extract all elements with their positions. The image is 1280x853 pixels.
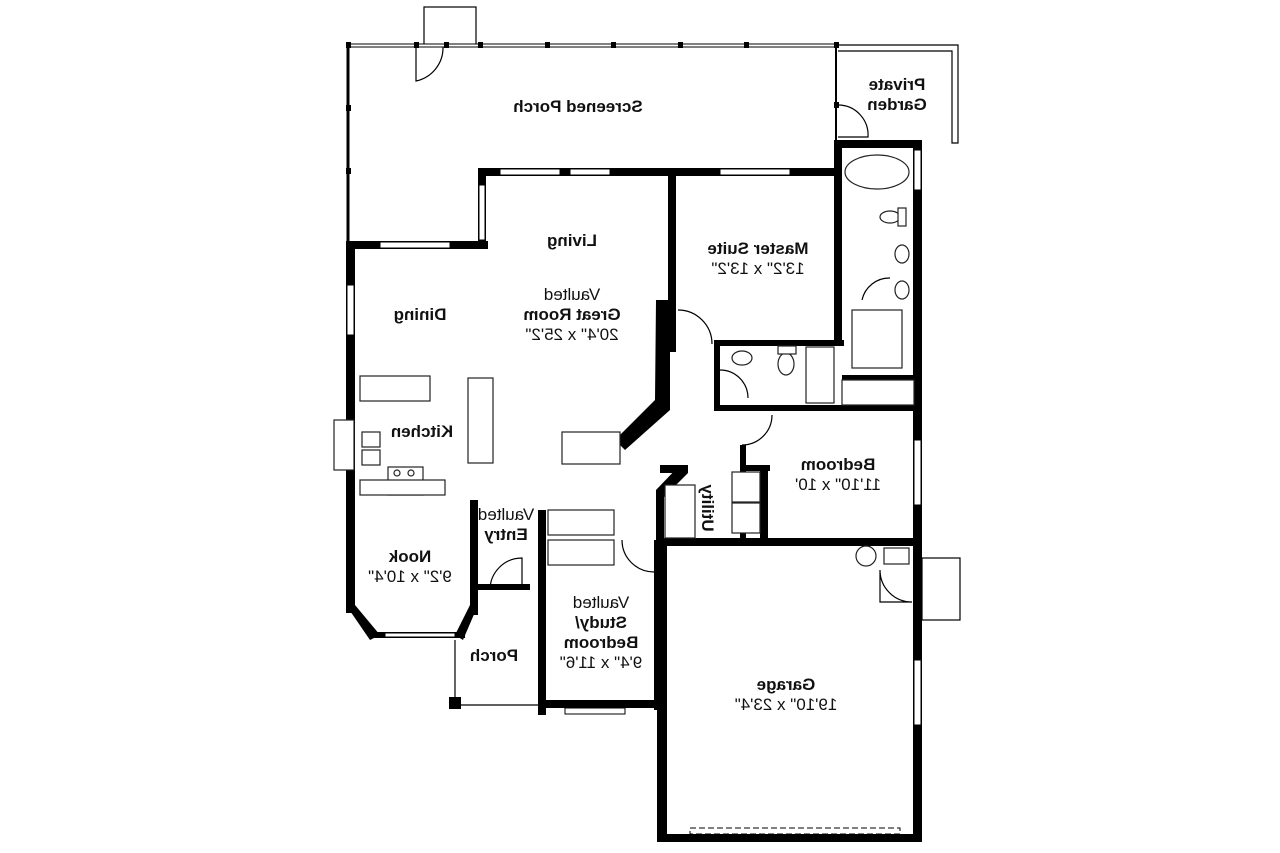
porch-door-swing	[415, 46, 444, 82]
master-suite-label: Master Suite 13'2" x 13'2"	[707, 239, 808, 278]
svg-text:Great Room: Great Room	[523, 305, 620, 324]
water-heater	[855, 545, 877, 567]
dryer	[731, 502, 761, 534]
svg-text:Utility: Utility	[698, 484, 717, 532]
sink	[894, 280, 910, 300]
svg-text:Entry: Entry	[484, 525, 528, 544]
svg-text:13'2" x 13'2": 13'2" x 13'2"	[711, 259, 804, 278]
svg-text:Private: Private	[869, 75, 926, 94]
garage-side-stoop	[921, 557, 961, 621]
kitchen-sink	[361, 431, 381, 448]
windows	[346, 149, 922, 835]
front-porch	[449, 640, 538, 709]
svg-text:Vaulted: Vaulted	[573, 593, 629, 612]
closet	[547, 509, 615, 536]
svg-text:20'4" x 25'2": 20'4" x 25'2"	[525, 325, 618, 344]
linen-closet	[841, 379, 915, 406]
svg-text:11'10" x 10': 11'10" x 10'	[795, 475, 881, 494]
toilet	[879, 210, 901, 224]
svg-text:19'10" x 23'4": 19'10" x 23'4"	[735, 695, 838, 714]
svg-text:Bedroom: Bedroom	[801, 455, 876, 474]
sink	[731, 350, 753, 366]
private-garden-label: Private Garden	[867, 75, 927, 114]
svg-text:Dining: Dining	[394, 305, 447, 324]
svg-text:Porch: Porch	[470, 646, 518, 665]
garden-door-swing	[837, 104, 869, 138]
svg-text:Vaulted: Vaulted	[478, 505, 534, 524]
shower	[851, 309, 903, 369]
porch-label: Porch	[470, 646, 518, 665]
svg-text:Bedroom: Bedroom	[564, 633, 639, 652]
living-label: Living	[547, 231, 597, 250]
great-room-label: Vaulted Great Room 20'4" x 25'2"	[523, 285, 620, 344]
svg-text:Kitchen: Kitchen	[391, 422, 453, 441]
garage-label: Garage 19'10" x 23'4"	[735, 675, 838, 714]
room-labels: Screened Porch Private Garden Living Vau…	[368, 75, 927, 714]
dining-label: Dining	[394, 305, 447, 324]
utility-shelving	[664, 484, 696, 539]
kitchen-island	[467, 377, 494, 464]
svg-text:9'2" x 10'4": 9'2" x 10'4"	[368, 567, 452, 586]
utility-label: Utility	[698, 484, 717, 532]
svg-text:9'4" x 11'6": 9'4" x 11'6"	[560, 653, 643, 672]
svg-text:Nook: Nook	[388, 547, 431, 566]
entry-label: Vaulted Entry	[478, 505, 534, 544]
sink	[894, 244, 910, 264]
screened-porch-label: Screened Porch	[513, 97, 642, 116]
svg-text:Living: Living	[547, 231, 597, 250]
bathtub	[805, 346, 835, 404]
svg-text:Vaulted: Vaulted	[544, 285, 600, 304]
kitchen-counter	[359, 375, 431, 402]
svg-text:Master Suite: Master Suite	[707, 239, 808, 258]
kitchen-label: Kitchen	[391, 422, 453, 441]
door-swings	[489, 277, 913, 603]
hearth	[561, 431, 621, 465]
washer	[731, 471, 761, 503]
nook-label: Nook 9'2" x 10'4"	[368, 547, 452, 586]
fixtures	[333, 154, 961, 621]
bathtub-oval	[844, 154, 910, 190]
svg-text:Garden: Garden	[867, 95, 927, 114]
svg-text:Screened Porch: Screened Porch	[513, 97, 642, 116]
svg-text:Garage: Garage	[757, 675, 816, 694]
kitchen-sink	[361, 449, 381, 466]
study-label: Vaulted Study/ Bedroom 9'4" x 11'6"	[560, 593, 643, 672]
toilet	[777, 352, 795, 376]
closet	[547, 539, 615, 566]
screened-porch-area	[346, 6, 959, 242]
bedroom-label: Bedroom 11'10" x 10'	[795, 455, 881, 494]
svg-text:Study/: Study/	[575, 613, 627, 632]
